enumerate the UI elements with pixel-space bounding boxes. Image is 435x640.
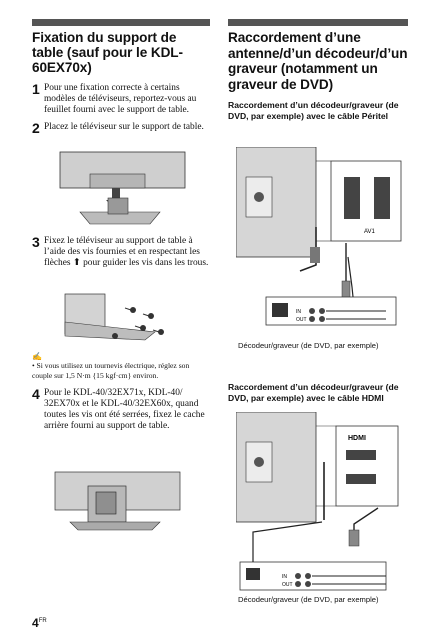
right-column: Raccordement d’une antenne/d’un décodeur…	[228, 0, 408, 121]
hdmi-subheading-block: Raccordement d’un décodeur/graveur (de D…	[228, 370, 408, 403]
left-column-lower: 3 Fixez le téléviseur au support de tabl…	[32, 234, 210, 269]
hdmi-caption: Décodeur/graveur (de DVD, par exemple)	[238, 595, 379, 604]
step-number: 2	[32, 120, 40, 136]
hdmi-subheading: Raccordement d’un décodeur/graveur (de D…	[228, 382, 399, 403]
scart-in-label: IN	[296, 309, 301, 315]
step-text: Fixez le téléviseur au support de table …	[44, 236, 209, 268]
step-number: 1	[32, 81, 40, 97]
hdmi-out-label: OUT	[282, 582, 293, 588]
step-4: 4 Pour le KDL-40/32EX71x, KDL-40/ 32EX70…	[32, 386, 210, 432]
scart-out-label: OUT	[296, 317, 307, 323]
rear-cover-illustration	[54, 471, 181, 531]
hdmi-port-label: HDMI	[348, 435, 366, 442]
step-number: 4	[32, 386, 40, 402]
step-number: 3	[32, 234, 40, 250]
scart-subheading: Raccordement d’un décodeur/graveur (de D…	[228, 100, 399, 121]
hdmi-in-label: IN	[282, 574, 287, 580]
page-language: FR	[38, 618, 47, 624]
step-3: 3 Fixez le téléviseur au support de tabl…	[32, 234, 210, 269]
scart-av-label: AV1	[364, 229, 376, 235]
section-bar	[32, 19, 210, 26]
scart-connection-diagram: AV1 IN OUT	[236, 147, 402, 326]
step-text: Placez le téléviseur sur le support de t…	[44, 122, 204, 132]
section-bar	[228, 19, 408, 26]
left-column: Fixation du support de table (sauf pour …	[32, 0, 210, 136]
note-text: • Si vous utilisez un tournevis électriq…	[32, 361, 190, 380]
right-section-title: Raccordement d’une antenne/d’un décodeur…	[228, 30, 408, 92]
page-number: 4FR	[32, 616, 47, 630]
note-block: ✍ • Si vous utilisez un tournevis électr…	[32, 352, 210, 432]
scart-caption: Décodeur/graveur (de DVD, par exemple)	[238, 341, 379, 350]
step-1: 1 Pour une fixation correcte à certains …	[32, 81, 210, 116]
step-2: 2 Placez le téléviseur sur le support de…	[32, 120, 210, 136]
screws-illustration	[64, 293, 164, 341]
note-icon: ✍	[32, 352, 42, 361]
left-section-title: Fixation du support de table (sauf pour …	[32, 30, 183, 75]
step-text: Pour le KDL-40/32EX71x, KDL-40/ 32EX70x …	[44, 388, 205, 431]
page-number-value: 4	[32, 616, 39, 630]
tv-stand-illustration	[59, 151, 186, 225]
hdmi-connection-diagram: HDMI IN OUT	[236, 412, 399, 591]
step-text: Pour une fixation correcte à certains mo…	[44, 83, 197, 115]
